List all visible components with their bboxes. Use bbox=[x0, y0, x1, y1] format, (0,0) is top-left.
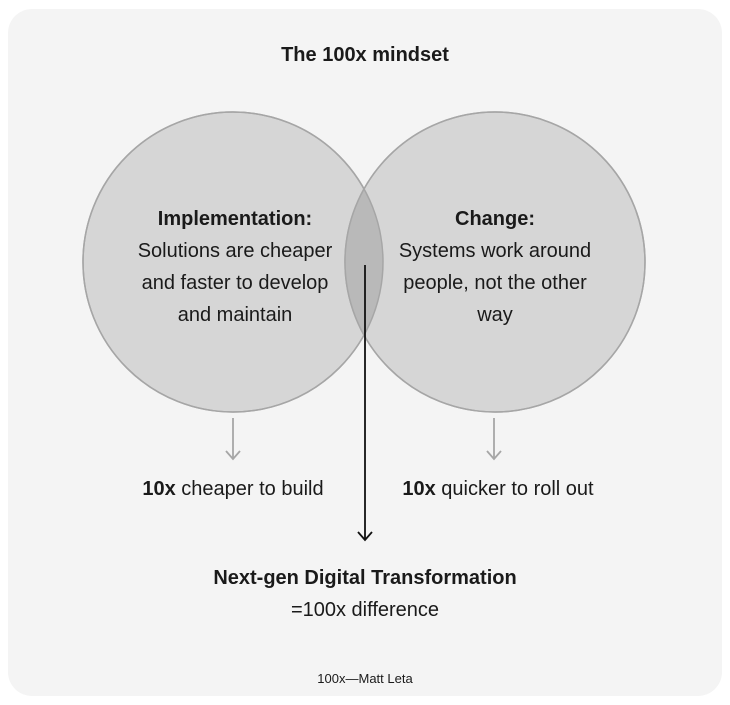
right-circle-line: way bbox=[477, 304, 513, 326]
left-outcome-text: cheaper to build bbox=[175, 478, 324, 500]
left-circle-line: and maintain bbox=[177, 304, 293, 326]
left-circle-line: and faster to develop bbox=[141, 272, 329, 294]
right-circle-text: Change: Systems work around people, not … bbox=[380, 203, 610, 331]
credit-text: 100x—Matt Leta bbox=[317, 671, 413, 686]
right-outcome: 10x quicker to roll out bbox=[373, 478, 623, 501]
left-arrow-icon bbox=[225, 418, 241, 461]
left-circle-heading: Implementation: bbox=[157, 208, 313, 230]
right-outcome-text: quicker to roll out bbox=[435, 478, 594, 500]
left-circle-text: Implementation: Solutions are cheaper an… bbox=[120, 203, 350, 331]
left-outcome: 10x cheaper to build bbox=[108, 478, 358, 501]
result-subtitle: =100x difference bbox=[290, 599, 440, 621]
result-title: Next-gen Digital Transformation bbox=[213, 567, 517, 589]
right-outcome-multiplier: 10x bbox=[402, 478, 436, 500]
right-circle-line: Systems work around bbox=[398, 240, 592, 262]
right-circle-line: people, not the other bbox=[403, 272, 587, 294]
diagram-title: The 100x mindset bbox=[281, 44, 449, 66]
left-outcome-multiplier: 10x bbox=[142, 478, 176, 500]
right-arrow-icon bbox=[486, 418, 502, 461]
right-circle-heading: Change: bbox=[455, 208, 535, 230]
left-circle-line: Solutions are cheaper bbox=[137, 240, 333, 262]
center-arrow-icon bbox=[357, 265, 373, 542]
